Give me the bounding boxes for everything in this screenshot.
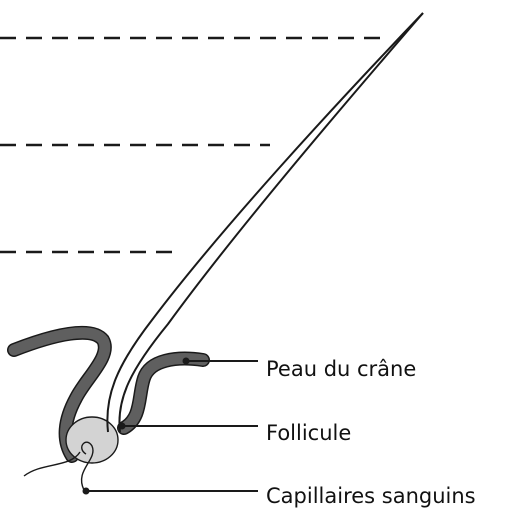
follicle-label: Follicule <box>266 423 351 444</box>
capillaries-label: Capillaires sanguins <box>266 486 476 507</box>
capillaries-leader-dot <box>83 488 90 495</box>
follicle-leader-dot <box>119 423 126 430</box>
scalp-leader-dot <box>183 358 190 365</box>
scalp-label: Peau du crâne <box>266 359 416 380</box>
